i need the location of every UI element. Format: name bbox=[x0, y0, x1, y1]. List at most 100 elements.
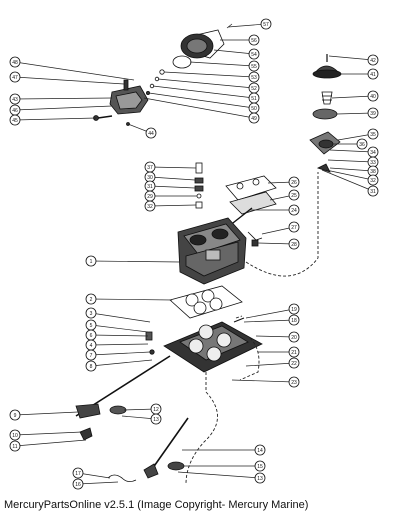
callout-number-42: 42 bbox=[370, 58, 376, 64]
callout-bubble-44 bbox=[145, 127, 157, 139]
callout-number-21: 21 bbox=[291, 350, 297, 356]
leader-line-31 bbox=[149, 185, 196, 189]
callout-bubble-13 bbox=[150, 413, 162, 425]
leader-line-4 bbox=[90, 343, 149, 346]
callout-bubble-49 bbox=[248, 112, 260, 124]
leader-line-9 bbox=[14, 411, 79, 416]
throttle-body bbox=[145, 317, 263, 373]
callout-bubble-17 bbox=[72, 467, 84, 479]
callout-bubble-42 bbox=[367, 54, 379, 66]
callout-bubble-21 bbox=[288, 346, 300, 358]
callout-number-23: 23 bbox=[291, 380, 297, 386]
leader-line-45 bbox=[14, 117, 97, 121]
leader-line-53 bbox=[163, 71, 255, 78]
callout-number-26: 26 bbox=[291, 180, 297, 186]
callout-number-34: 34 bbox=[370, 150, 376, 156]
callout-number-41: 41 bbox=[370, 72, 376, 78]
callout-number-22: 22 bbox=[291, 361, 297, 367]
leader-line-51 bbox=[152, 85, 255, 99]
callout-number-53: 53 bbox=[251, 75, 257, 81]
leader-line-1 bbox=[90, 260, 181, 263]
leader-line-13 bbox=[177, 471, 261, 479]
callout-number-29: 29 bbox=[147, 194, 153, 200]
callout-bubble-26 bbox=[288, 176, 300, 188]
secondary-diaphragm-assembly bbox=[309, 54, 342, 173]
leader-line-49 bbox=[143, 97, 255, 119]
callout-number-38: 38 bbox=[370, 169, 376, 175]
callout-bubble-25 bbox=[288, 189, 300, 201]
callout-number-14: 14 bbox=[257, 448, 263, 454]
leader-line-3 bbox=[90, 312, 151, 323]
callout-bubble-53 bbox=[248, 71, 260, 83]
callout-number-45: 45 bbox=[12, 118, 18, 124]
callout-number-51: 51 bbox=[251, 96, 257, 102]
callout-bubble-36 bbox=[356, 138, 368, 150]
leader-line-54 bbox=[213, 49, 255, 55]
leader-line-22 bbox=[245, 362, 295, 367]
callout-bubble-22 bbox=[288, 357, 300, 369]
leader-line-55 bbox=[189, 61, 255, 67]
callout-bubble-40 bbox=[367, 90, 379, 102]
callout-number-37: 37 bbox=[147, 165, 153, 171]
throttle-lever-assembly bbox=[75, 355, 189, 482]
callout-number-20: 20 bbox=[291, 335, 297, 341]
callout-bubble-35 bbox=[367, 128, 379, 140]
callout-number-50: 50 bbox=[251, 106, 257, 112]
callout-bubble-23 bbox=[288, 376, 300, 388]
callout-number-3: 3 bbox=[90, 311, 93, 317]
leader-line-46 bbox=[14, 105, 113, 111]
leader-line-19 bbox=[245, 308, 295, 319]
leader-line-27 bbox=[261, 226, 295, 235]
callout-number-5: 5 bbox=[90, 323, 93, 329]
callout-number-25: 25 bbox=[291, 193, 297, 199]
callout-number-43: 43 bbox=[12, 97, 18, 103]
leader-line-48 bbox=[14, 61, 135, 81]
leader-line-30 bbox=[149, 176, 196, 181]
leader-line-35 bbox=[337, 133, 374, 141]
leader-line-23 bbox=[231, 379, 295, 383]
callout-number-32: 32 bbox=[147, 204, 153, 210]
callout-number-48: 48 bbox=[12, 60, 18, 66]
callout-number-2: 2 bbox=[90, 297, 93, 303]
callout-bubble-8 bbox=[85, 360, 97, 372]
callout-number-18: 18 bbox=[291, 318, 297, 324]
callout-bubble-56 bbox=[248, 34, 260, 46]
callout-bubble-39 bbox=[367, 107, 379, 119]
callout-number-27: 27 bbox=[291, 225, 297, 231]
leader-line-7 bbox=[90, 351, 151, 356]
callout-bubble-54 bbox=[248, 48, 260, 60]
callout-bubble-45 bbox=[9, 114, 21, 126]
callout-bubble-47 bbox=[9, 71, 21, 83]
callout-number-1: 1 bbox=[90, 259, 93, 265]
callout-number-56: 56 bbox=[251, 38, 257, 44]
callout-number-54: 54 bbox=[251, 52, 257, 58]
base-gasket bbox=[169, 285, 243, 319]
leader-line-20 bbox=[255, 335, 295, 338]
callout-number-44: 44 bbox=[148, 131, 154, 137]
leader-line-11 bbox=[14, 439, 87, 447]
leader-line-42 bbox=[328, 55, 374, 61]
exploded-parts-diagram: 5756545553525150494847434645444241403935… bbox=[9, 18, 379, 490]
callout-bubble-19 bbox=[288, 303, 300, 315]
callout-number-4: 4 bbox=[90, 343, 93, 349]
callout-bubble-7 bbox=[85, 349, 97, 361]
callout-number-57: 57 bbox=[263, 22, 269, 28]
callout-number-31: 31 bbox=[370, 189, 376, 195]
callout-number-11: 11 bbox=[12, 444, 17, 450]
linkage-paths bbox=[185, 172, 319, 485]
callout-number-30: 30 bbox=[147, 175, 153, 181]
callout-bubble-16 bbox=[72, 478, 84, 490]
callout-number-40: 40 bbox=[370, 94, 376, 100]
callout-number-9: 9 bbox=[14, 413, 17, 419]
leader-line-50 bbox=[148, 92, 255, 109]
callout-number-52: 52 bbox=[251, 86, 257, 92]
callout-number-33: 33 bbox=[370, 160, 376, 166]
callout-number-28: 28 bbox=[291, 242, 297, 248]
callout-number-49: 49 bbox=[251, 116, 257, 122]
leader-line-40 bbox=[331, 95, 374, 99]
callout-bubble-24 bbox=[288, 204, 300, 216]
copyright-caption: MercuryPartsOnline v2.5.1 (Image Copyrig… bbox=[4, 499, 309, 511]
callout-number-8: 8 bbox=[90, 364, 93, 370]
accelerator-pump-body bbox=[93, 79, 149, 126]
callout-bubble-31 bbox=[367, 185, 379, 197]
